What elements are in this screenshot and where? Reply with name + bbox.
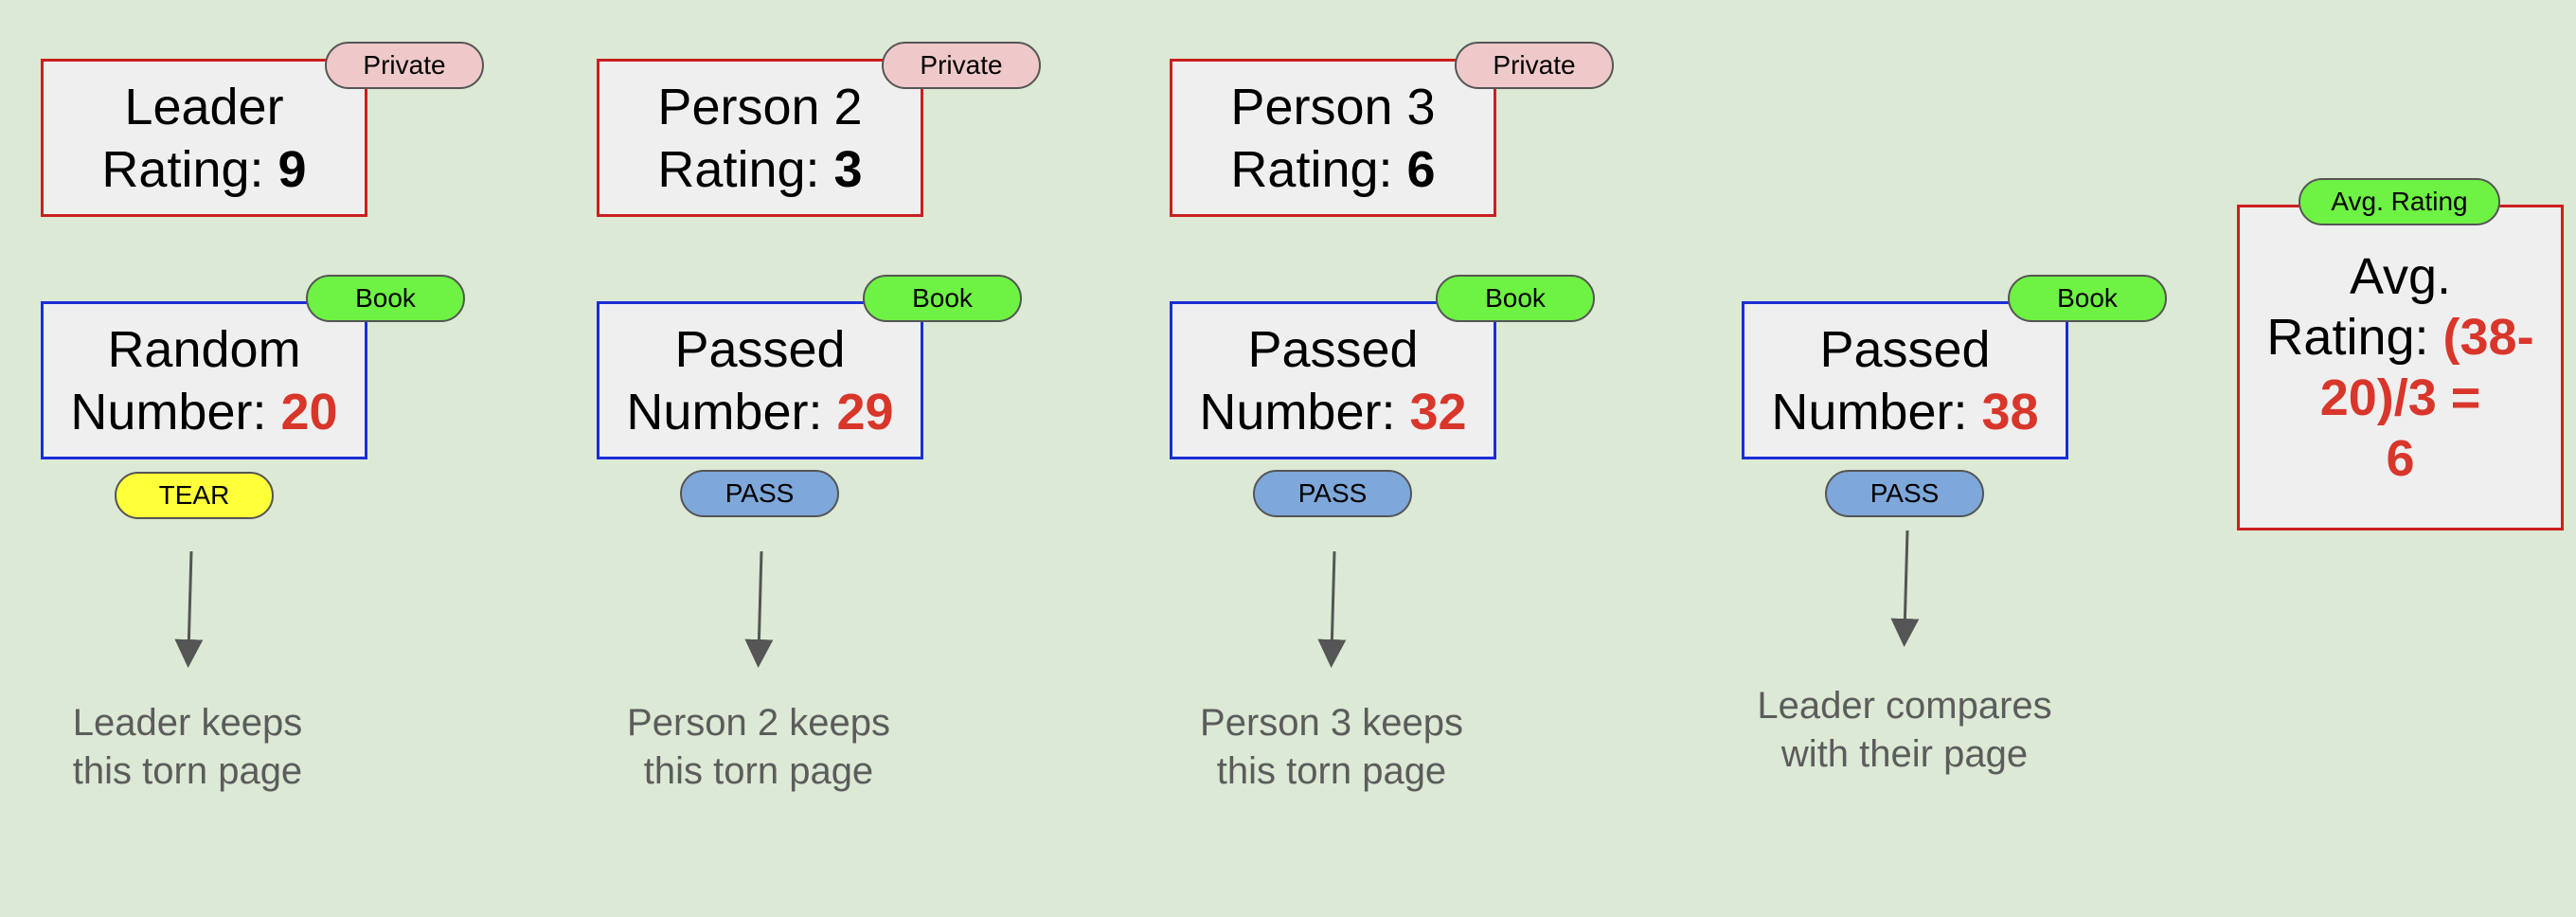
private-tag: Private	[882, 42, 1041, 89]
avg-result: 6	[2386, 430, 2415, 487]
book-box-random-number: Random Number: 20	[41, 301, 367, 459]
number-label: Number:	[626, 383, 837, 441]
arrow-1	[174, 550, 204, 668]
rating-value: 6	[1406, 140, 1436, 198]
avg-rating-label: Rating:	[2266, 309, 2443, 366]
pass-badge: PASS	[1253, 470, 1412, 517]
rating-value: 9	[277, 140, 307, 198]
pass-badge: PASS	[1825, 470, 1984, 517]
rating-label: Rating:	[1230, 140, 1407, 198]
caption-person-3-keeps: Person 3 keeps this torn page	[1200, 702, 1463, 792]
avg-line-1: Avg.	[2349, 248, 2452, 305]
private-box-title: Person 2	[657, 78, 863, 135]
book-tag: Book	[1436, 275, 1595, 322]
number-label: Number:	[70, 383, 281, 441]
book-box-passed-38: Passed Number: 38	[1742, 301, 2068, 459]
book-box-title: Random	[107, 320, 301, 378]
avg-formula-part-1: (38-	[2442, 309, 2534, 366]
book-tag: Book	[306, 275, 465, 322]
rating-label: Rating:	[657, 140, 834, 198]
caption-person-2-keeps: Person 2 keeps this torn page	[627, 702, 890, 792]
private-box-person-2: Person 2 Rating: 3	[597, 59, 923, 217]
private-tag: Private	[1455, 42, 1614, 89]
number-value: 32	[1409, 383, 1467, 441]
private-box-leader: Leader Rating: 9	[41, 59, 367, 217]
book-box-passed-29: Passed Number: 29	[597, 301, 923, 459]
private-box-title: Leader	[124, 78, 284, 135]
number-label: Number:	[1199, 383, 1410, 441]
book-box-title: Passed	[1247, 320, 1419, 378]
arrow-4	[1890, 530, 1920, 647]
number-label: Number:	[1771, 383, 1982, 441]
caption-leader-compares: Leader compares with their page	[1757, 685, 2052, 775]
book-box-title: Passed	[674, 320, 846, 378]
arrow-2	[744, 550, 774, 668]
book-tag: Book	[863, 275, 1022, 322]
book-box-title: Passed	[1819, 320, 1991, 378]
arrow-3	[1317, 550, 1347, 668]
book-box-passed-32: Passed Number: 32	[1170, 301, 1496, 459]
number-value: 38	[1981, 383, 2039, 441]
pass-badge: PASS	[680, 470, 839, 517]
avg-rating-tag: Avg. Rating	[2299, 178, 2500, 225]
number-value: 29	[836, 383, 894, 441]
avg-rating-box: Avg. Rating: (38- 20)/3 = 6	[2237, 205, 2564, 530]
book-tag: Book	[2008, 275, 2167, 322]
avg-formula-part-2: 20)/3 =	[2319, 369, 2481, 426]
private-tag: Private	[325, 42, 484, 89]
number-value: 20	[280, 383, 338, 441]
rating-value: 3	[833, 140, 863, 198]
tear-badge: TEAR	[115, 472, 274, 519]
private-box-title: Person 3	[1230, 78, 1436, 135]
rating-label: Rating:	[101, 140, 278, 198]
caption-leader-keeps: Leader keeps this torn page	[72, 702, 303, 792]
private-box-person-3: Person 3 Rating: 6	[1170, 59, 1496, 217]
